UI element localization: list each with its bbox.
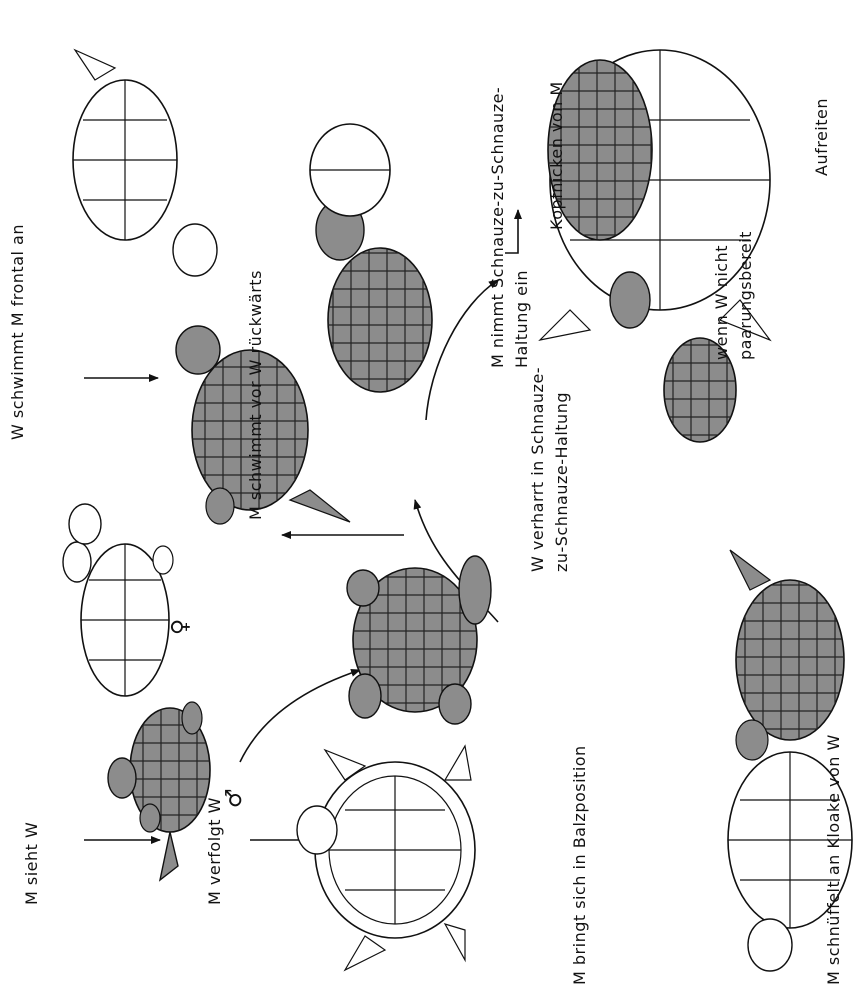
label-m-nimmt-2: Haltung ein	[512, 270, 531, 368]
label-w-verharrt-2: zu-Schnauze-Haltung	[552, 392, 571, 572]
label-m-schwimmt-rueckwaerts: M schwimmt vor W rückwärts	[246, 270, 265, 520]
label-aufreiten: Aufreiten	[812, 98, 831, 176]
label-m-schnueffelt: M schnüffelt an Kloake von W	[824, 734, 843, 985]
turtle-female-shaded-center	[347, 556, 491, 724]
turtle-male-light-top	[73, 50, 217, 276]
label-w-schwimmt-frontal: W schwimmt M frontal an	[8, 224, 27, 440]
turtle-male-sees-female	[108, 702, 210, 880]
label-wenn-w-nicht-2: paarungsbereit	[736, 231, 755, 360]
label-wenn-w-nicht-1: wenn W nicht	[712, 245, 731, 360]
male-symbol: ♂	[222, 788, 247, 808]
label-m-nimmt-1: M nimmt Schnauze-zu-Schnauze-	[488, 87, 507, 368]
arrow-rueckwaerts-curve	[240, 670, 360, 762]
label-kopfnicken: Kopfnicken von M	[547, 81, 566, 230]
turtle-snout-to-snout-pair	[310, 124, 432, 392]
turtle-male-courtship-position	[297, 746, 475, 970]
label-m-balzposition: M bringt sich in Balzposition	[570, 745, 589, 985]
female-symbol: ♀	[168, 619, 193, 635]
label-w-verharrt-1: W verharrt in Schnauze-	[528, 367, 547, 572]
turtle-female-light-left	[63, 504, 173, 696]
label-m-verfolgt-w: M verfolgt W	[205, 797, 224, 905]
label-m-sieht-w: M sieht W	[22, 822, 41, 905]
